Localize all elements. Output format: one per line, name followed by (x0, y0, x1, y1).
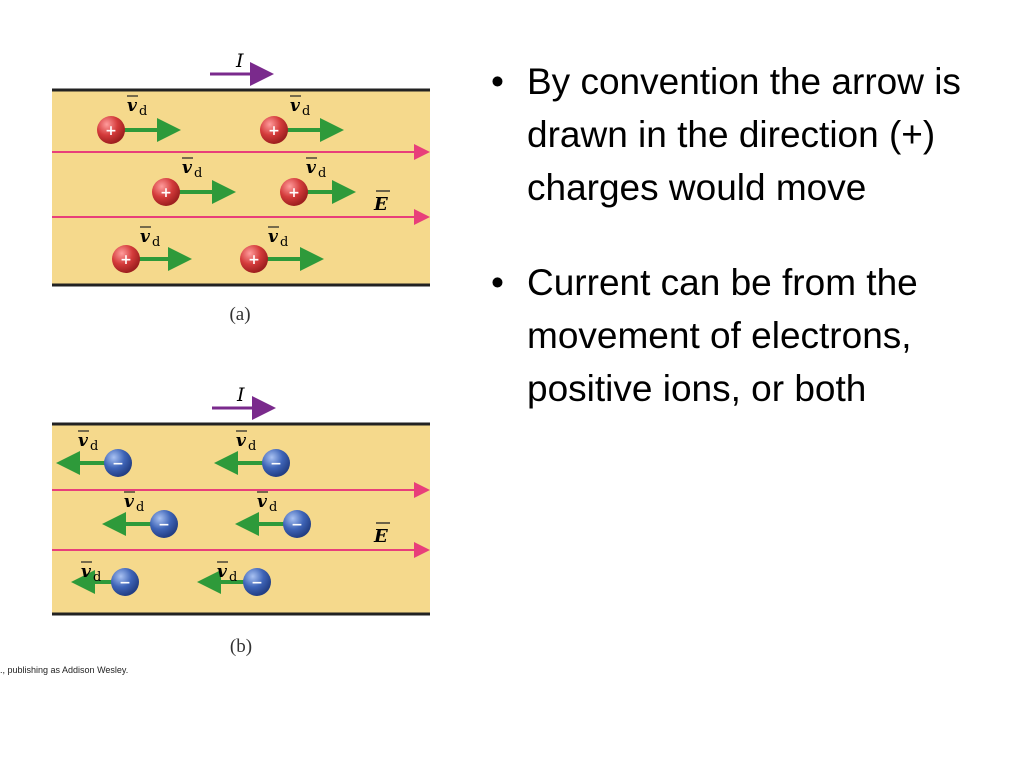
charge-carrier: − v d (214, 430, 290, 477)
bullet-list: By convention the arrow is drawn in the … (488, 55, 988, 415)
negative-charge (150, 510, 178, 538)
charge-carrier: − v d (102, 491, 178, 538)
charge-carrier: + v d (97, 95, 181, 144)
current-direction-diagram: I E + v d + v d + (52, 50, 430, 657)
panel-b: I E − v d − v d − (52, 384, 430, 657)
drift-label-subscript: d (93, 570, 101, 585)
charge-sign: + (268, 123, 280, 139)
drift-label: v (127, 96, 138, 116)
charge-carrier: + v d (112, 226, 192, 273)
drift-label: v (236, 431, 247, 451)
drift-label: v (140, 227, 151, 247)
positive-charge (97, 116, 125, 144)
charge-sign: + (105, 123, 117, 139)
panel-caption-b: (b) (230, 636, 252, 657)
charge-carrier: + v d (240, 226, 324, 273)
positive-charge (240, 245, 268, 273)
drift-label: v (268, 227, 279, 247)
drift-label-subscript: d (280, 235, 288, 250)
field-label-b: E (373, 526, 388, 547)
negative-charge (111, 568, 139, 596)
positive-charge (280, 178, 308, 206)
drift-label-subscript: d (302, 104, 310, 119)
current-label-a: I (235, 50, 244, 72)
positive-charge (260, 116, 288, 144)
panel-a: I E + v d + v d + (52, 50, 430, 325)
negative-charge (104, 449, 132, 477)
charge-carrier: + v d (280, 157, 356, 206)
charge-carrier: − v d (197, 561, 271, 596)
field-label-a: E (373, 194, 388, 215)
drift-label-subscript: d (248, 439, 256, 454)
drift-label-subscript: d (269, 500, 277, 515)
positive-charge (152, 178, 180, 206)
positive-charge (112, 245, 140, 273)
negative-charge (262, 449, 290, 477)
drift-label-subscript: d (139, 104, 147, 119)
drift-label: v (290, 96, 301, 116)
charge-sign: + (248, 252, 260, 268)
charge-carrier: − v d (71, 561, 139, 596)
charge-sign: + (120, 252, 132, 268)
conductor-b (52, 424, 430, 614)
negative-charge (243, 568, 271, 596)
drift-label: v (81, 562, 92, 582)
charge-sign: − (158, 517, 170, 533)
drift-label-subscript: d (152, 235, 160, 250)
drift-label: v (217, 562, 228, 582)
drift-label-subscript: d (136, 500, 144, 515)
drift-label-subscript: d (318, 166, 326, 181)
charge-sign: − (251, 575, 263, 591)
drift-label: v (78, 431, 89, 451)
drift-label-subscript: d (194, 166, 202, 181)
charge-sign: − (112, 456, 124, 472)
charge-sign: − (291, 517, 303, 533)
negative-charge (283, 510, 311, 538)
drift-label: v (306, 158, 317, 178)
panel-caption-a: (a) (229, 304, 250, 325)
current-label-b: I (236, 384, 245, 406)
drift-label: v (124, 492, 135, 512)
charge-carrier: − v d (235, 491, 311, 538)
drift-label: v (182, 158, 193, 178)
charge-sign: − (119, 575, 131, 591)
charge-carrier: + v d (152, 157, 236, 206)
charge-sign: − (270, 456, 282, 472)
drift-label: v (257, 492, 268, 512)
charge-sign: + (288, 185, 300, 201)
copyright-credit: ., publishing as Addison Wesley. (0, 665, 129, 675)
charge-sign: + (160, 185, 172, 201)
charge-carrier: + v d (260, 95, 344, 144)
drift-label-subscript: d (90, 439, 98, 454)
charge-carrier: − v d (56, 430, 132, 477)
drift-label-subscript: d (229, 570, 237, 585)
bullet-item-carriers: Current can be from the movement of elec… (488, 256, 988, 415)
bullet-item-convention: By convention the arrow is drawn in the … (488, 55, 988, 214)
